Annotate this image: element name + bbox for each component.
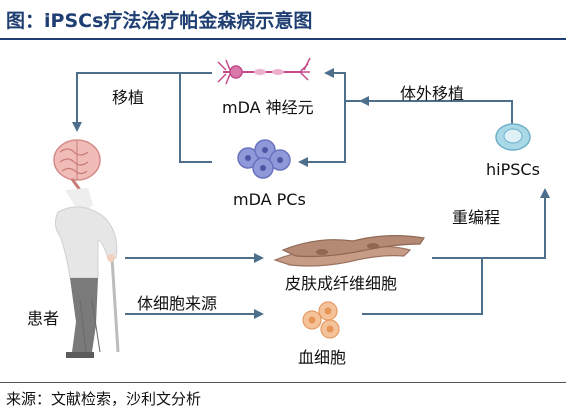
ipsc-cell-icon [495,123,531,151]
in-vitro-transplant-arrow [359,96,513,130]
progenitor-cells-icon [237,139,291,179]
edge-label-reprogramming: 重编程 [452,208,501,227]
patient-figure [54,188,120,358]
transplant-arrow [72,72,180,132]
node-label-hipscs: hiPSCs [486,160,540,179]
source-note: 来源：文献检索，沙利文分析 [6,390,202,408]
edge-label-somatic-source: 体细胞来源 [137,294,218,313]
fibroblast-cells-icon [273,235,426,267]
fibroblast-to-hipscs [432,188,550,259]
blood-cells-icon [302,301,340,339]
in-vitro-bracket-bottom [298,101,346,167]
title-divider [0,38,566,40]
node-label-fibroblast: 皮肤成纤维细胞 [285,274,398,293]
node-label-mda-pcs: mDA PCs [233,190,306,209]
brain-icon [53,139,101,191]
node-label-mda-neuron: mDA 神经元 [222,98,314,117]
connector-lines [72,68,550,319]
figure-title: 图：iPSCs疗法治疗帕金森病示意图 [6,10,313,32]
source-divider [0,382,566,383]
edge-label-in-vitro-transplant: 体外移植 [400,84,465,103]
title-bar: 图：iPSCs疗法治疗帕金森病示意图 [0,0,566,36]
blood-to-hipscs [362,258,483,315]
node-label-blood-cell: 血细胞 [298,348,347,367]
node-label-patient: 患者 [27,309,60,328]
neuron-icon [217,57,311,85]
in-vitro-bracket-top [324,68,361,102]
transplant-bracket [179,72,212,163]
edge-label-transplant: 移植 [112,88,145,107]
